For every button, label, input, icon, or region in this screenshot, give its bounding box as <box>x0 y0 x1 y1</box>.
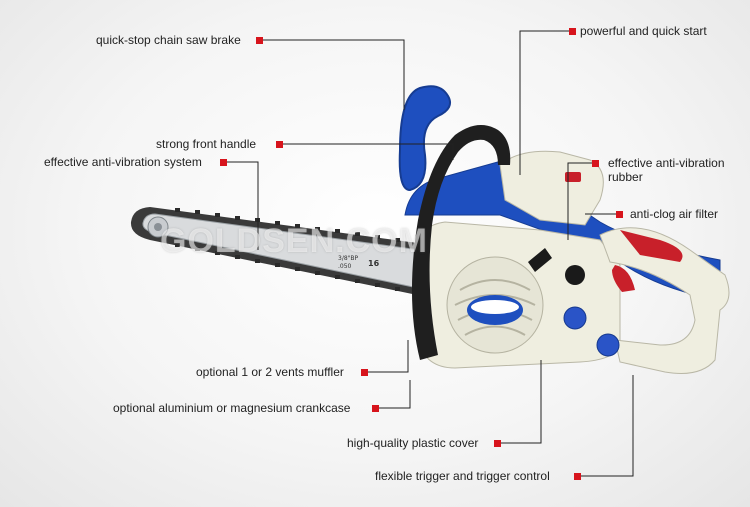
starter-pull <box>528 248 552 272</box>
marker-front-handle <box>276 141 283 148</box>
marker-muffler <box>361 369 368 376</box>
top-cover <box>499 150 604 226</box>
label-chain-brake: quick-stop chain saw brake <box>96 33 241 47</box>
screw-knob-1 <box>563 306 587 330</box>
marker-crankcase <box>372 405 379 412</box>
label-muffler: optional 1 or 2 vents muffler <box>196 365 344 379</box>
bar-size-text: 16 <box>368 259 380 268</box>
marker-quick-start <box>569 28 576 35</box>
front-handle <box>411 125 511 360</box>
marker-plastic-cover <box>494 440 501 447</box>
watermark: GOLDSEN.COM <box>160 222 428 260</box>
marker-anti-vibration-rubber <box>592 160 599 167</box>
label-plastic-cover: high-quality plastic cover <box>347 436 479 450</box>
label-anti-vibration-system: effective anti-vibration system <box>44 155 202 169</box>
trigger <box>612 265 635 292</box>
marker-anti-vibration-system <box>220 159 227 166</box>
leader-lines <box>226 30 634 477</box>
label-front-handle: strong front handle <box>156 137 257 151</box>
marker-chain-brake <box>256 37 263 44</box>
label-crankcase: optional aluminium or magnesium crankcas… <box>113 401 351 415</box>
label-air-filter: anti-clog air filter <box>630 207 719 221</box>
label-trigger: flexible trigger and trigger control <box>375 469 550 483</box>
marker-trigger <box>574 473 581 480</box>
throttle-lockout <box>620 230 683 262</box>
marker-air-filter <box>616 211 623 218</box>
brake-guard <box>398 85 451 192</box>
label-anti-vibration-rubber-line1: effective anti-vibration <box>608 156 725 170</box>
label-anti-vibration-rubber-line2: rubber <box>608 170 643 184</box>
rear-handle <box>599 227 730 374</box>
label-quick-start: powerful and quick start <box>580 24 707 38</box>
bar-gauge-text: .050 <box>338 263 352 270</box>
choke-knob <box>565 172 581 182</box>
switch-knob <box>565 265 585 285</box>
guide-bar: 3/8"BP .050 16 <box>130 207 425 296</box>
screw-knob-2 <box>596 333 620 357</box>
bar-pitch-text: 3/8"BP <box>338 255 359 262</box>
